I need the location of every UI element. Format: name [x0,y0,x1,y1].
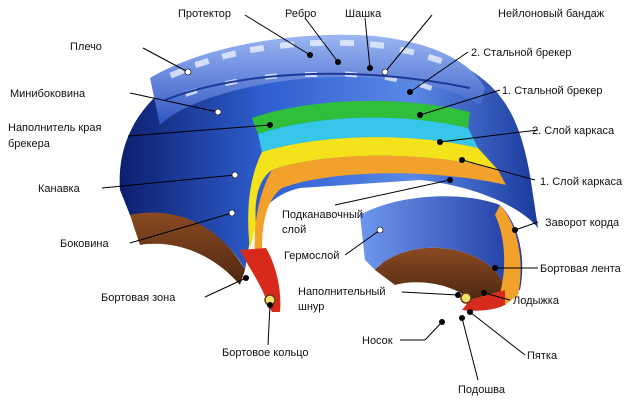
label-apex: Наполнительный [298,286,385,298]
label-shoulder: Плечо [70,41,102,53]
label-mini-sidewall: Минибоковина [10,88,86,100]
right-sidewall [360,196,523,290]
right-bead-ring [460,292,472,304]
label-steel-breaker-1: 1. Стальной брекер [502,85,602,97]
label-breaker-edge-filler: Наполнитель края [8,122,101,134]
carcass-ply-2-layer [248,137,498,250]
right-bead-core [462,290,505,311]
label-bead-ring: Бортовое кольцо [222,347,309,359]
label-ply-turnup: Заворот корда [545,217,620,229]
leader-lines [101,14,539,381]
label-sidewall: Боковина [60,238,109,250]
callout-dots [184,52,518,325]
carcass-ply-1-layer [254,155,506,270]
steel-breaker-layer [258,117,478,152]
label-rib: Ребро [285,8,316,20]
nylon-band-layer [252,100,470,134]
labels: Протектор Ребро Шашка Нейлоновый бандаж … [8,8,623,396]
label-groove: Канавка [38,183,81,195]
label-bead-tape: Бортовая лента [540,263,622,275]
label-nylon-band: Нейлоновый бандаж [498,8,605,20]
label-protector: Протектор [178,8,231,20]
tread-crown [150,34,485,126]
tread-groove [164,72,471,101]
label-subgroove-2: слой [282,224,306,236]
label-toe: Носок [362,335,393,347]
label-heel: Пятка [527,350,558,362]
label-carcass-ply-1: 1. Слой каркаса [540,176,623,188]
label-bead-zone: Бортовая зона [101,292,176,304]
label-bead-ankle: Лодыжка [513,295,560,307]
label-steel-breaker-2: 2. Стальной брекер [471,47,571,59]
label-inner-liner: Гермослой [284,250,339,262]
label-block: Шашка [345,8,382,20]
label-subgroove: Подканавочный [282,209,363,221]
right-sidewall-brown [375,247,505,300]
label-breaker-edge-filler-2: брекера [8,138,51,150]
label-sole: Подошва [458,384,506,396]
label-carcass-ply-2: 2. Слой каркаса [532,125,615,137]
label-apex-2: шнур [298,301,324,313]
left-sidewall-inner [130,212,245,285]
